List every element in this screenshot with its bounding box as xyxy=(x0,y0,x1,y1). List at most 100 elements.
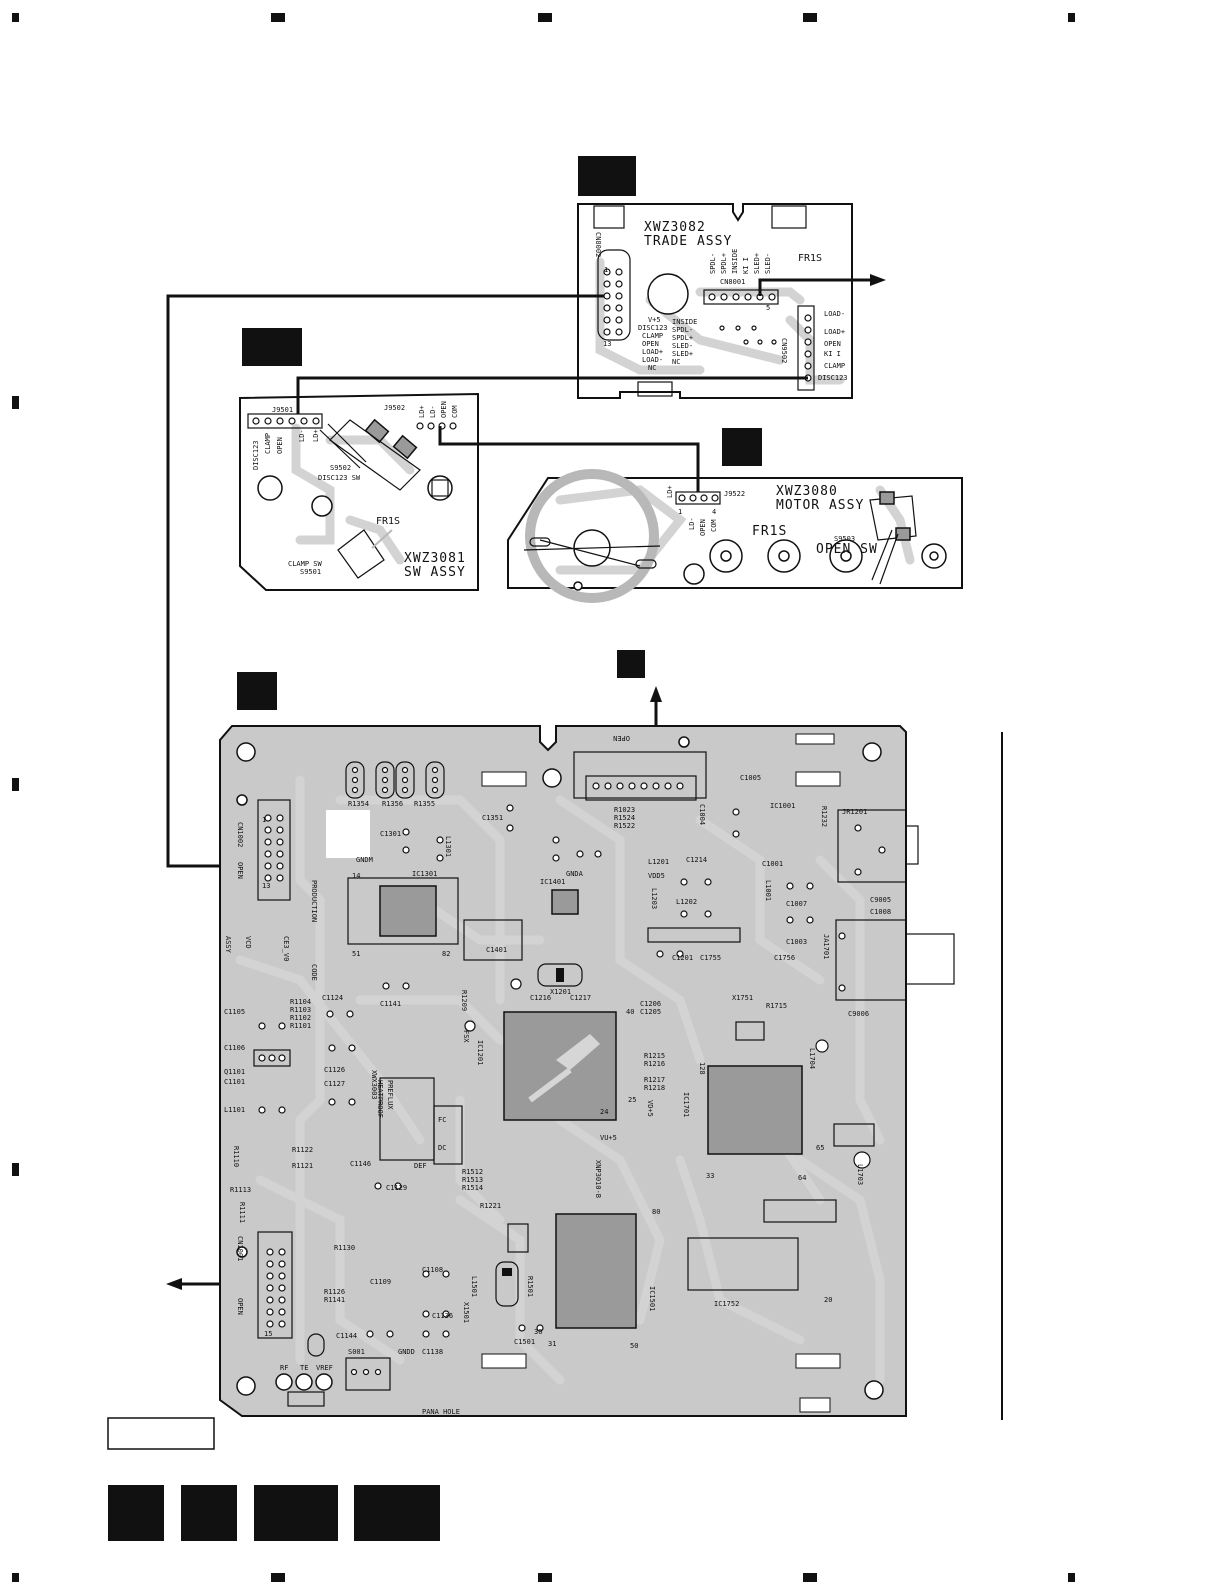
open-top-label: OPEN xyxy=(613,734,630,742)
motor-name-label: MOTOR ASSY xyxy=(776,498,864,513)
c1101-label: C1101 xyxy=(224,1078,245,1086)
open-left-bottom-label: OPEN xyxy=(236,1298,244,1315)
ic1701-label: IC1701 xyxy=(682,1092,690,1117)
r1103-label: R1103 xyxy=(290,1006,311,1014)
c1126-label: C1126 xyxy=(324,1066,345,1074)
c9005-label: C9005 xyxy=(870,896,891,904)
svg-text:COM: COM xyxy=(710,519,718,532)
ic1201-label: IC1201 xyxy=(476,1040,484,1065)
r1121-label: R1121 xyxy=(292,1162,313,1170)
fc-label: FC xyxy=(438,1116,446,1124)
component-marks xyxy=(258,804,871,1338)
r1126-label: R1126 xyxy=(324,1288,345,1296)
ic1752-pin20: 20 xyxy=(824,1296,832,1304)
c1401-label: C1401 xyxy=(486,946,507,954)
svg-text:LD+: LD+ xyxy=(312,429,320,442)
j9522-pin1: 1 xyxy=(678,508,682,516)
c1138-label: C1138 xyxy=(422,1348,443,1356)
svg-text:SLED+: SLED+ xyxy=(753,253,761,274)
l1101-label: L1101 xyxy=(224,1106,245,1114)
s9501-label: S9501 xyxy=(300,568,321,576)
trade-top-signals: SPDL- SPDL+ INSIDE KI I SLED+ SLED- xyxy=(709,249,772,274)
transistor-pads xyxy=(345,761,445,799)
s001-label: S001 xyxy=(348,1348,365,1356)
c1008-label: C1008 xyxy=(870,908,891,916)
s9503-label: S9503 xyxy=(834,535,855,543)
gndd-label: GNDD xyxy=(398,1348,415,1356)
cn9502-pins xyxy=(804,314,812,382)
c1501-label: C1501 xyxy=(514,1338,535,1346)
r1501-label: R1501 xyxy=(526,1276,534,1297)
dc-label: DC xyxy=(438,1144,446,1152)
c9006-label: C9006 xyxy=(848,1010,869,1018)
svg-text:SPDL-: SPDL- xyxy=(672,326,693,334)
disc-sw-label: DISC123 SW xyxy=(318,474,361,482)
cn1002-pin1: 1 xyxy=(262,816,266,824)
cn1001-pins xyxy=(266,1248,286,1328)
r1232-label: R1232 xyxy=(820,806,828,827)
cn1002-pin13: 13 xyxy=(262,882,270,890)
trade-mid-pads xyxy=(719,325,777,345)
vref-label: VREF xyxy=(316,1364,333,1372)
top-connector-pins xyxy=(592,782,684,790)
l1001-label: L1001 xyxy=(764,880,772,901)
r1104-label: R1104 xyxy=(290,998,311,1006)
ic1001-label: IC1001 xyxy=(770,802,795,810)
rf-label: RF xyxy=(280,1364,288,1372)
svg-text:COM: COM xyxy=(451,405,459,418)
r1141-label: R1141 xyxy=(324,1296,345,1304)
gnda-label: GNDA xyxy=(566,870,584,878)
svg-text:DISC123: DISC123 xyxy=(638,324,668,332)
ja1701-label: JA1701 xyxy=(822,934,830,959)
c1217-label: C1217 xyxy=(570,994,591,1002)
r1522-label: R1522 xyxy=(614,822,635,830)
te-label: TE xyxy=(300,1364,308,1372)
svg-text:DISC123: DISC123 xyxy=(252,440,260,470)
s9502-label: S9502 xyxy=(330,464,351,472)
svg-text:LD+: LD+ xyxy=(666,485,674,498)
r1113-label: R1113 xyxy=(230,1186,251,1194)
ic1301-label: IC1301 xyxy=(412,870,437,878)
pana-hole-label: PANA HOLE xyxy=(422,1408,460,1416)
clamp-sw-label: CLAMP SW xyxy=(288,560,323,568)
r1218-label: R1218 xyxy=(644,1084,665,1092)
svg-text:DISC123: DISC123 xyxy=(818,374,848,382)
svg-text:CLAMP: CLAMP xyxy=(642,332,663,340)
vd-plus5-label: VD+5 xyxy=(646,1100,654,1117)
ic1501-pin31: 31 xyxy=(548,1340,556,1348)
vu-plus5-label: VU+5 xyxy=(600,1134,617,1142)
cn1001-label: CN1001 xyxy=(236,1236,244,1261)
r1514-label: R1514 xyxy=(462,1184,483,1192)
svg-text:NC: NC xyxy=(672,358,680,366)
ic1301-pin82: 82 xyxy=(442,950,450,958)
svg-text:LD-: LD- xyxy=(298,429,306,442)
ic1301-pin51: 51 xyxy=(352,950,360,958)
trade-mid-signals: INSIDE SPDL- SPDL+ SLED- SLED+ NC xyxy=(672,318,697,366)
svg-text:OPEN: OPEN xyxy=(699,519,707,536)
motor-assy-board: J9522 XWZ3080 MOTOR ASSY FR1S S9503 OPEN… xyxy=(507,469,963,603)
cn8002-pins xyxy=(603,268,623,336)
c1004-label: C1004 xyxy=(698,804,706,825)
sw-fr1s-label: FR1S xyxy=(376,516,400,527)
r1215-label: R1215 xyxy=(644,1052,665,1060)
ic1752-label: IC1752 xyxy=(714,1300,739,1308)
svg-text:LD-: LD- xyxy=(429,405,437,418)
cn8002-pin13: 13 xyxy=(603,340,611,348)
svg-text:V+5: V+5 xyxy=(648,316,661,324)
ic1201-pin40: 40 xyxy=(626,1008,634,1016)
r1130-label: R1130 xyxy=(334,1244,355,1252)
j9501-pins xyxy=(252,417,320,425)
cn1001-pin15: 15 xyxy=(264,1330,272,1338)
r1111-label: R1111 xyxy=(238,1202,246,1223)
c1129-label: C1129 xyxy=(386,1184,407,1192)
c1146-label: C1146 xyxy=(350,1160,371,1168)
registration-marks xyxy=(12,13,1075,1582)
svg-text:OPEN: OPEN xyxy=(276,437,284,454)
c1144-label: C1144 xyxy=(336,1332,357,1340)
svg-text:OPEN: OPEN xyxy=(824,340,841,348)
r1221-label: R1221 xyxy=(480,1202,501,1210)
c1205-label: C1205 xyxy=(640,1008,661,1016)
c1124-label: C1124 xyxy=(322,994,343,1002)
q1101-label: Q1101 xyxy=(224,1068,245,1076)
